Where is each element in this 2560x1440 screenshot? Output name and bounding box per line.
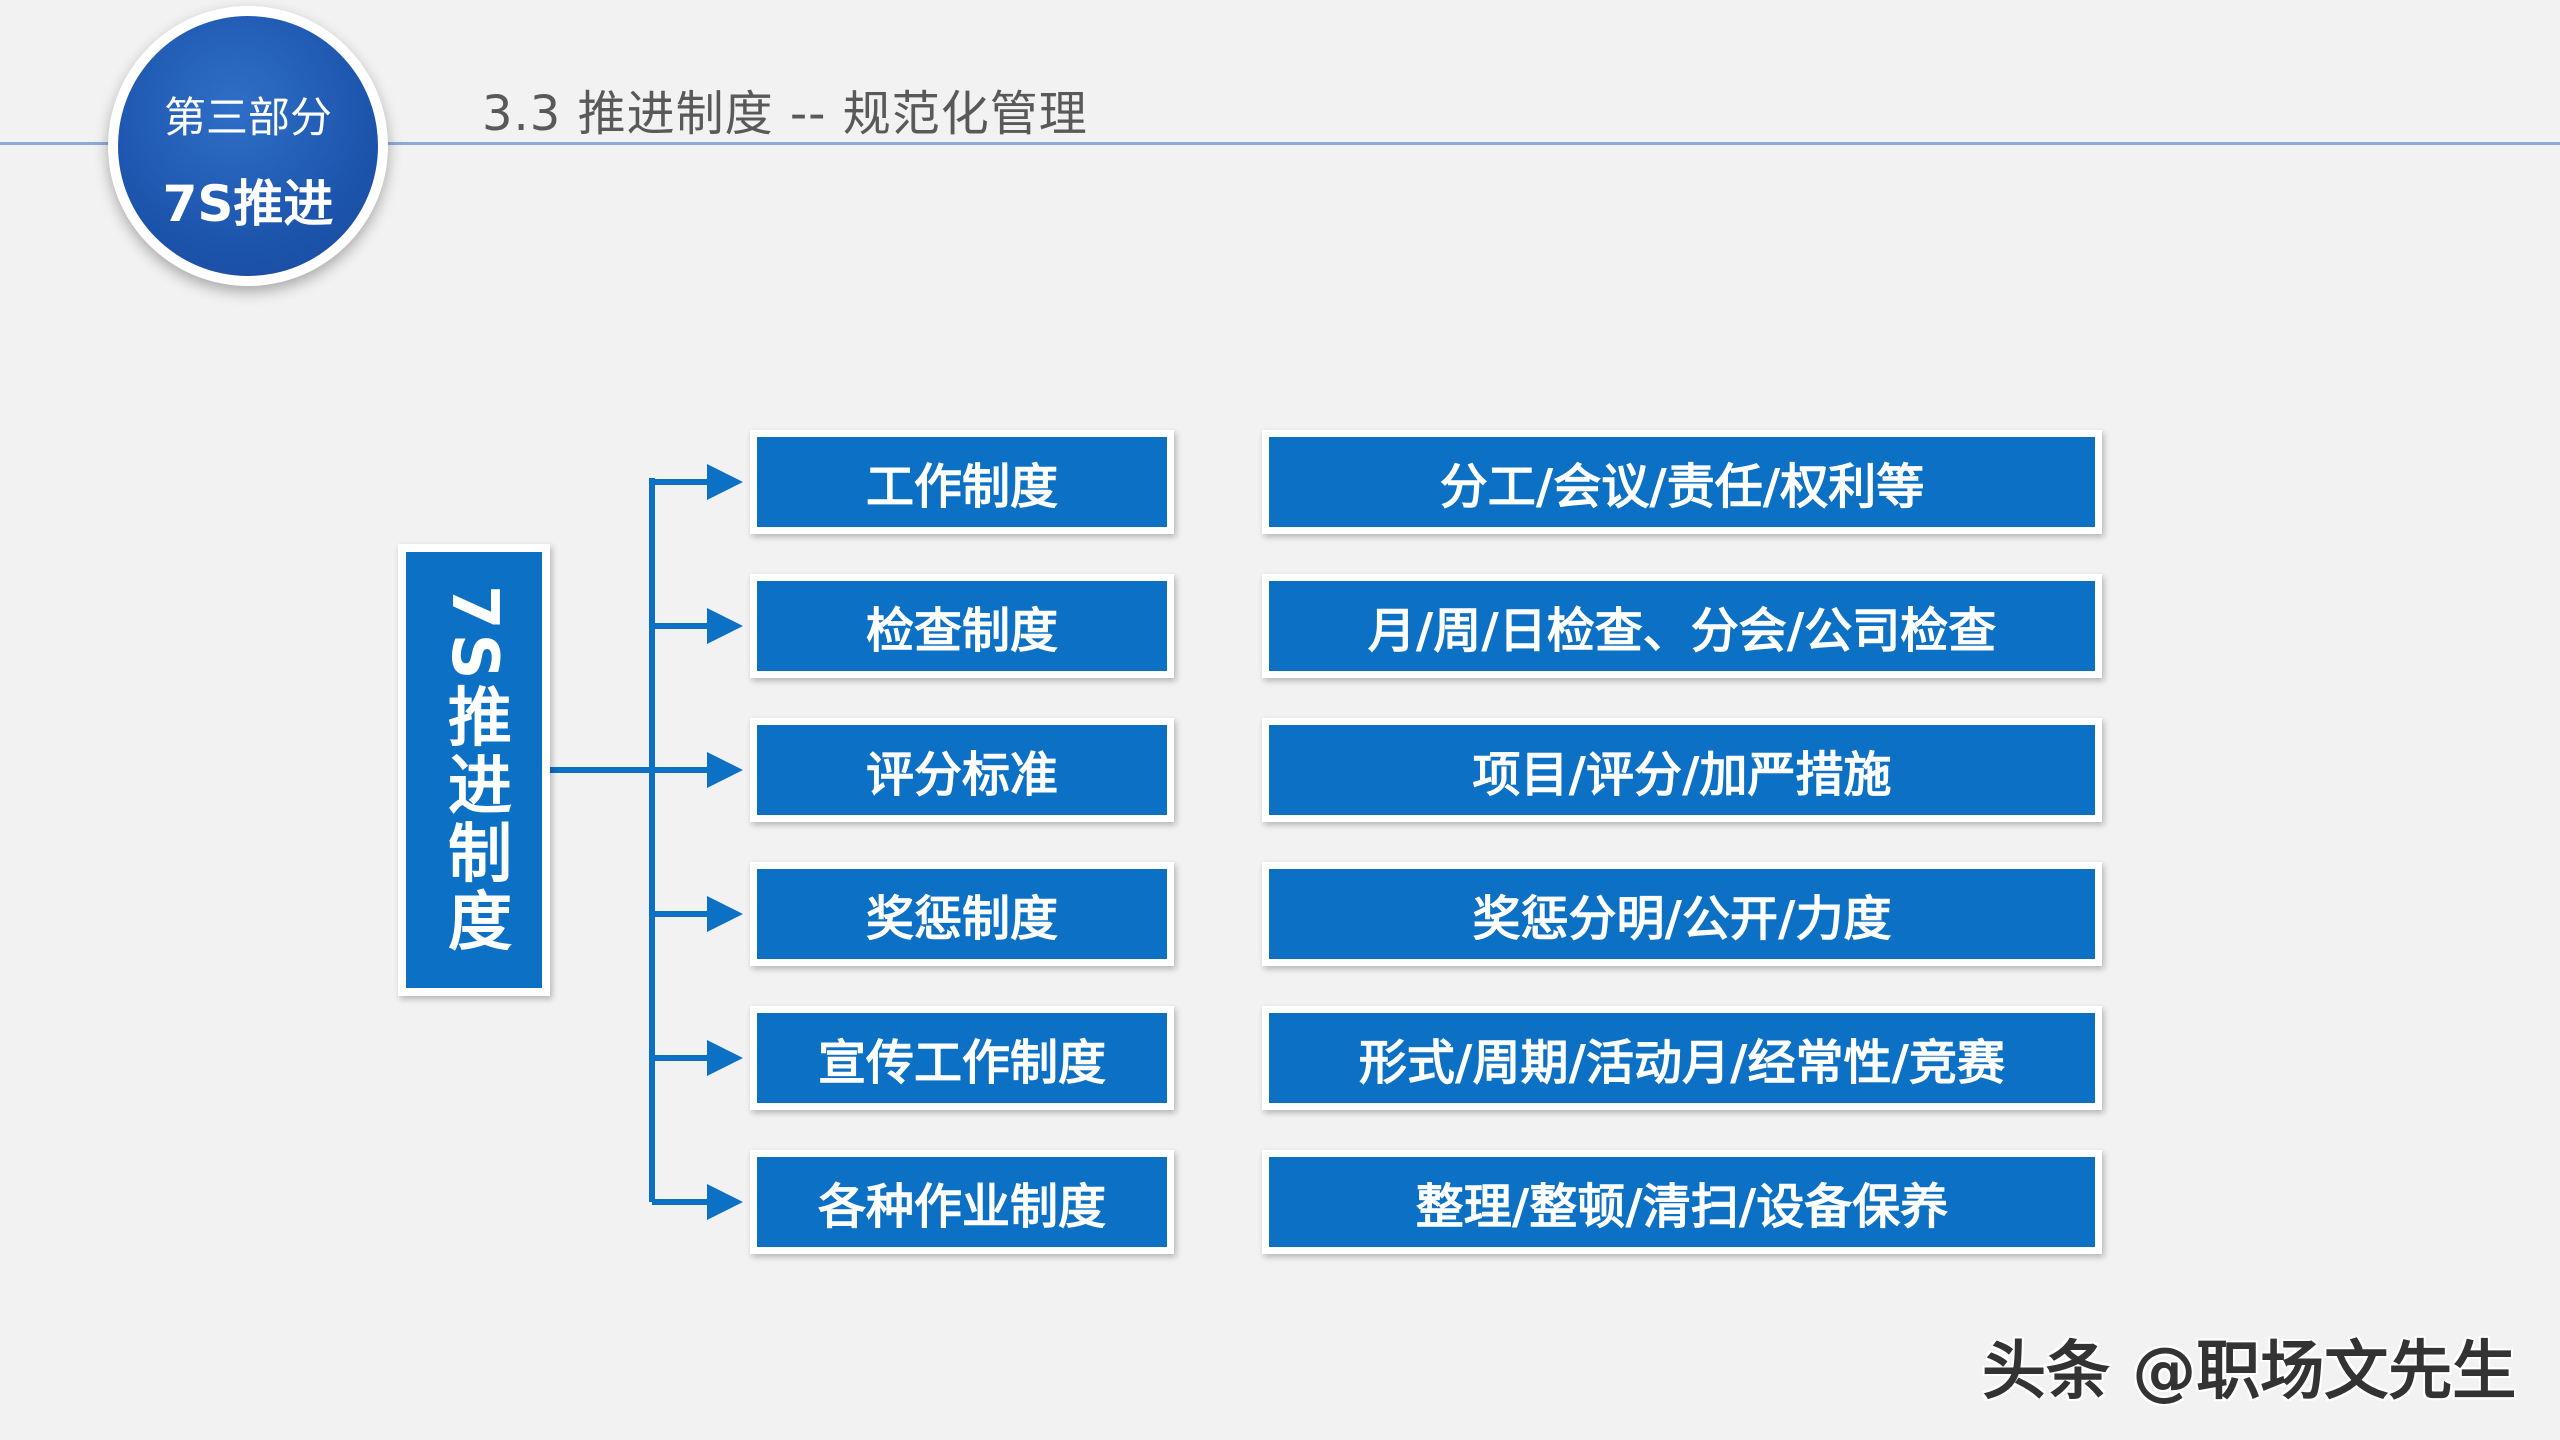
page-title: 3.3 推进制度 -- 规范化管理 <box>482 86 1088 142</box>
section-badge-circle: 第三部分 7S推进 <box>118 16 378 276</box>
detail-label: 奖惩分明/公开/力度 <box>1269 869 2095 959</box>
root-label: 7S推进制度 <box>406 552 542 988</box>
detail-label: 形式/周期/活动月/经常性/竞赛 <box>1269 1013 2095 1103</box>
root-box: 7S推进制度 <box>398 544 550 996</box>
category-label: 评分标准 <box>757 725 1167 815</box>
detail-label: 分工/会议/责任/权利等 <box>1269 437 2095 527</box>
category-box: 检查制度 <box>750 574 1174 678</box>
detail-label: 月/周/日检查、分会/公司检查 <box>1269 581 2095 671</box>
detail-label: 项目/评分/加严措施 <box>1269 725 2095 815</box>
category-label: 宣传工作制度 <box>757 1013 1167 1103</box>
watermark: 头条 @职场文先生 <box>1982 1335 2517 1409</box>
category-box: 各种作业制度 <box>750 1150 1174 1254</box>
detail-box: 形式/周期/活动月/经常性/竞赛 <box>1262 1006 2102 1110</box>
category-box: 宣传工作制度 <box>750 1006 1174 1110</box>
detail-box: 分工/会议/责任/权利等 <box>1262 430 2102 534</box>
branch-arrows <box>652 464 743 1220</box>
category-box: 评分标准 <box>750 718 1174 822</box>
detail-box: 项目/评分/加严措施 <box>1262 718 2102 822</box>
category-label: 工作制度 <box>757 437 1167 527</box>
category-box: 工作制度 <box>750 430 1174 534</box>
detail-box: 月/周/日检查、分会/公司检查 <box>1262 574 2102 678</box>
header-divider <box>0 142 2560 145</box>
section-label: 第三部分 <box>163 93 332 142</box>
detail-label: 整理/整顿/清扫/设备保养 <box>1269 1157 2095 1247</box>
category-label: 奖惩制度 <box>757 869 1167 959</box>
category-box: 奖惩制度 <box>750 862 1174 966</box>
category-label: 各种作业制度 <box>757 1157 1167 1247</box>
detail-box: 整理/整顿/清扫/设备保养 <box>1262 1150 2102 1254</box>
section-topic: 7S推进 <box>162 175 334 233</box>
category-label: 检查制度 <box>757 581 1167 671</box>
section-badge: 第三部分 7S推进 <box>108 6 388 286</box>
detail-box: 奖惩分明/公开/力度 <box>1262 862 2102 966</box>
